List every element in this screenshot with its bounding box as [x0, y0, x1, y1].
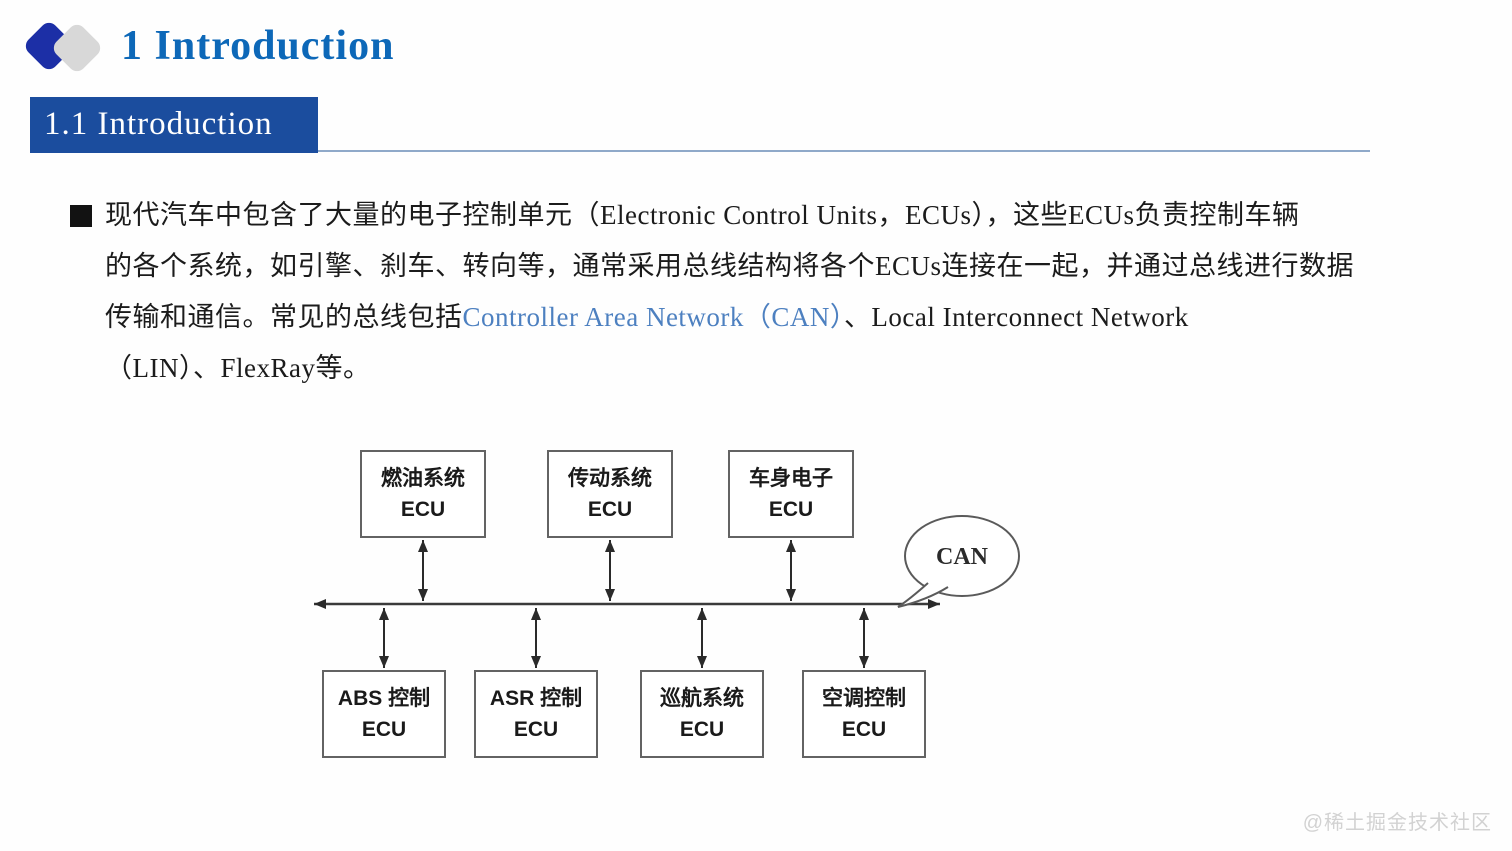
section-underline [30, 150, 1370, 152]
node-transmission-ecu: 传动系统 ECU [547, 450, 673, 538]
node-label: 燃油系统 [381, 467, 465, 490]
body-paragraph: 现代汽车中包含了大量的电子控制单元（Electronic Control Uni… [105, 190, 1400, 394]
can-bubble-label: CAN [936, 544, 989, 570]
node-fuel-system-ecu: 燃油系统 ECU [360, 450, 486, 538]
node-sublabel: ECU [361, 718, 407, 741]
paragraph-line-3-pre: 传输和通信。常见的总线包括 [105, 302, 463, 332]
node-asr-control-ecu: ASR 控制 ECU [474, 670, 598, 758]
paragraph-line-1: 现代汽车中包含了大量的电子控制单元（Electronic Control Uni… [105, 200, 1300, 230]
watermark: @稀土掘金技术社区 [1302, 812, 1492, 834]
slide-logo [22, 16, 118, 82]
node-label: 空调控制 [822, 687, 906, 710]
node-label: ASR 控制 [489, 687, 583, 710]
page-title: 1 Introduction [121, 23, 395, 69]
node-sublabel: ECU [679, 718, 725, 741]
paragraph-line-4: （LIN）、FlexRay等。 [105, 353, 371, 383]
node-sublabel: ECU [841, 718, 887, 741]
bullet-square-icon [70, 205, 92, 227]
node-sublabel: ECU [513, 718, 559, 741]
speech-bubble-tail [897, 582, 949, 608]
node-sublabel: ECU [587, 498, 633, 521]
node-cruise-system-ecu: 巡航系统 ECU [640, 670, 764, 758]
node-sublabel: ECU [768, 498, 814, 521]
node-label: 传动系统 [568, 467, 652, 490]
can-highlight-text: Controller Area Network（CAN） [462, 302, 844, 332]
paragraph-line-3: 传输和通信。常见的总线包括Controller Area Network（CAN… [105, 292, 1400, 343]
node-ac-control-ecu: 空调控制 ECU [802, 670, 926, 758]
can-bus-diagram: CAN 燃油系统 ECU 传动系统 ECU 车身电子 ECU ABS 控制 EC… [280, 430, 1080, 790]
node-sublabel: ECU [400, 498, 446, 521]
paragraph-line-3-post: 、Local Interconnect Network [843, 302, 1189, 332]
node-label: ABS 控制 [337, 687, 431, 710]
can-speech-bubble [904, 515, 1020, 597]
diagram-canvas: CAN [314, 515, 1020, 668]
node-abs-control-ecu: ABS 控制 ECU [322, 670, 446, 758]
node-label: 巡航系统 [660, 687, 744, 710]
paragraph-line-2: 的各个系统，如引擎、刹车、转向等，通常采用总线结构将各个ECUs连接在一起，并通… [105, 251, 1355, 281]
node-body-electronics-ecu: 车身电子 ECU [728, 450, 854, 538]
section-header: 1.1 Introduction [30, 97, 318, 153]
node-label: 车身电子 [749, 467, 833, 490]
